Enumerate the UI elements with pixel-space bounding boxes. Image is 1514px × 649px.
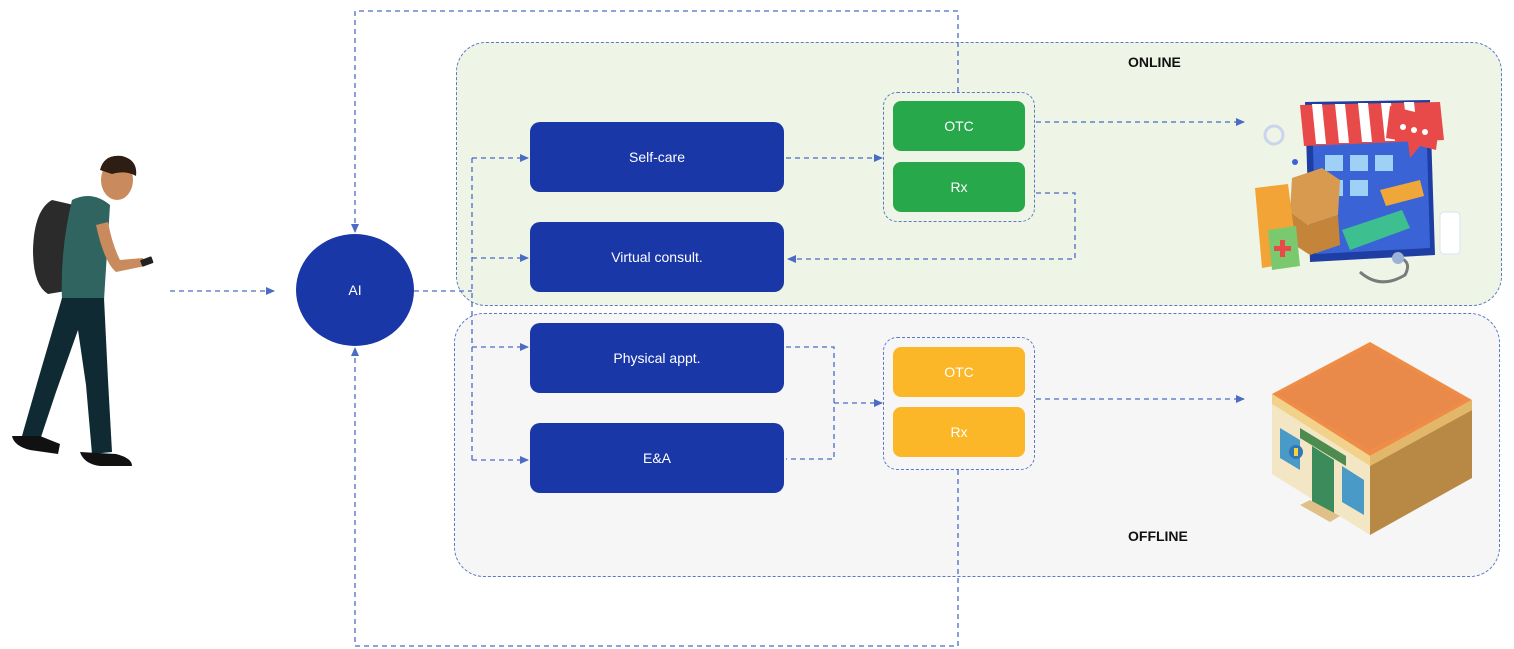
virtual-consult-box: Virtual consult. [530,222,784,292]
physical-ea-join [786,346,835,460]
ea-box: E&A [530,423,784,493]
offline-rx-box: Rx [893,407,1025,457]
online-pharmacy-group [883,92,1035,222]
online-feedback-loop [351,10,959,233]
offline-pharmacy-group [883,337,1035,470]
online-label: ONLINE [1128,54,1181,70]
offline-otc-box: OTC [893,347,1025,397]
offline-label: OFFLINE [1128,528,1188,544]
ai-node: AI [296,234,414,346]
physical-appt-box: Physical appt. [530,323,784,393]
self-care-box: Self-care [530,122,784,192]
offline-feedback-loop [351,347,959,647]
online-otc-box: OTC [893,101,1025,151]
online-rx-box: Rx [893,162,1025,212]
rx-to-virtual-consult-arrow [787,192,1076,263]
